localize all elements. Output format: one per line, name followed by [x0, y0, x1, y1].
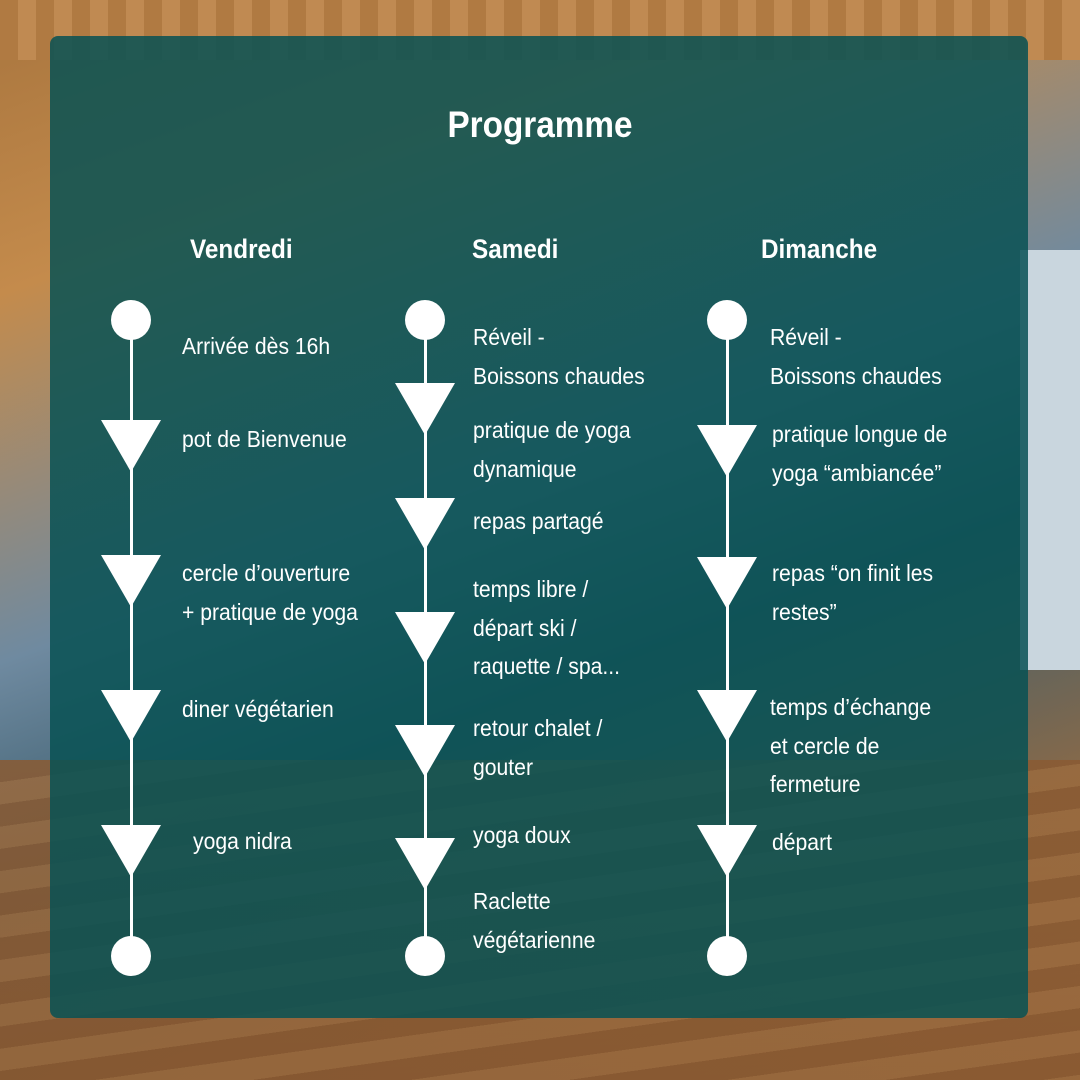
timeline-arrow-icon — [395, 838, 455, 890]
timeline-line-dimanche — [726, 320, 729, 956]
schedule-item: diner végétarien — [182, 696, 334, 722]
timeline-end-dot — [405, 936, 445, 976]
schedule-item: Raclette végétarienne — [473, 888, 596, 953]
timeline-arrow-icon — [395, 498, 455, 550]
timeline-arrow-icon — [697, 825, 757, 877]
schedule-item: cercle d’ouverture + pratique de yoga — [182, 560, 358, 625]
day-heading-dimanche: Dimanche — [761, 234, 878, 264]
day-heading-vendredi: Vendredi — [190, 234, 293, 264]
timeline-start-dot — [707, 300, 747, 340]
timeline-start-dot — [111, 300, 151, 340]
schedule-item: repas partagé — [473, 508, 604, 534]
timeline-arrow-icon — [101, 690, 161, 742]
program-panel — [50, 36, 1028, 1018]
schedule-item: yoga doux — [473, 822, 571, 848]
timeline-arrow-icon — [697, 425, 757, 477]
schedule-item: repas “on finit les restes” — [772, 560, 934, 625]
schedule-item: yoga nidra — [193, 828, 292, 854]
schedule-item: pratique de yoga dynamique — [473, 417, 631, 482]
timeline-arrow-icon — [101, 825, 161, 877]
schedule-item: temps d’échange et cercle de fermeture — [770, 694, 932, 797]
timeline-end-dot — [707, 936, 747, 976]
schedule-item: départ — [772, 829, 833, 855]
timeline-end-dot — [111, 936, 151, 976]
schedule-item: temps libre / départ ski / raquette / sp… — [473, 576, 621, 679]
day-heading-samedi: Samedi — [472, 234, 559, 264]
schedule-item: pot de Bienvenue — [182, 426, 347, 452]
background-window — [1020, 250, 1080, 670]
timeline-arrow-icon — [697, 557, 757, 609]
timeline-arrow-icon — [395, 383, 455, 435]
schedule-item: Réveil - Boissons chaudes — [770, 324, 942, 389]
page-title: Programme — [447, 104, 633, 145]
timeline-arrow-icon — [395, 725, 455, 777]
timeline-arrow-icon — [101, 555, 161, 607]
schedule-item: pratique longue de yoga “ambiancée” — [772, 421, 948, 486]
timeline-start-dot — [405, 300, 445, 340]
schedule-item: Réveil - Boissons chaudes — [473, 324, 645, 389]
timeline-arrow-icon — [697, 690, 757, 742]
timeline-arrow-icon — [395, 612, 455, 664]
schedule-item: Arrivée dès 16h — [182, 333, 331, 359]
timeline-arrow-icon — [101, 420, 161, 472]
schedule-item: retour chalet / gouter — [473, 715, 603, 780]
timeline-line-vendredi — [130, 320, 133, 956]
